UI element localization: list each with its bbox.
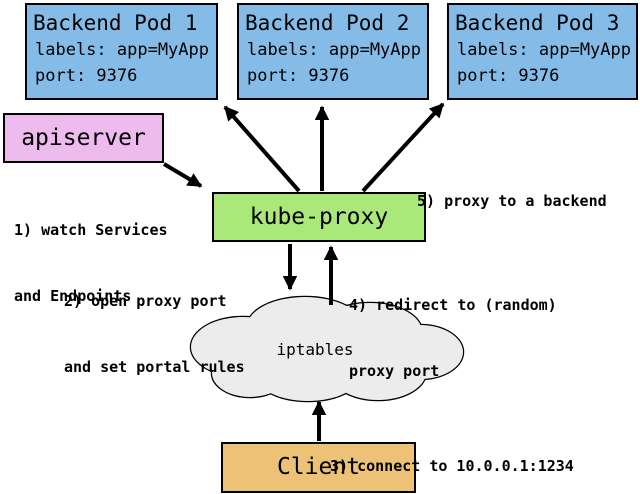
step-5-label: 5) proxy to a backend [417,146,607,256]
pod-1-labels: labels: app=MyApp [35,40,209,60]
pod-1-title: Backend Pod 1 [33,11,198,35]
backend-pod-3-box: Backend Pod 3 labels: app=MyApp port: 93… [447,3,638,100]
pod-3-title: Backend Pod 3 [455,11,620,35]
step-3-label: 3) connect to 10.0.0.1:1234 [330,411,574,494]
step-1-label: 1) watch Services and Endpoints [14,175,168,351]
iptables-cloud-shape [189,295,465,403]
kube-proxy-box: kube-proxy [212,192,426,242]
step-label-line: proxy port [349,362,440,380]
client-box: Client [221,442,416,493]
pod-3-labels: labels: app=MyApp [457,40,631,60]
pod-2-port: port: 9376 [247,66,350,86]
arrow-kubeproxy-to-pod1 [223,105,301,193]
step-label-line: 1) watch Services [14,221,168,239]
step-label-line: 4) redirect to (random) [349,296,557,314]
pod-2-title: Backend Pod 2 [245,11,410,35]
pod-1-port: port: 9376 [35,66,138,86]
step-label-line: 5) proxy to a backend [417,192,607,210]
pod-2-labels: labels: app=MyApp [247,40,421,60]
arrow-kubeproxy-to-pod3 [361,102,445,193]
step-label-line: 3) connect to 10.0.0.1:1234 [330,457,574,475]
step-2-label: 2) open proxy port and set portal rules [64,246,245,422]
step-label-line: and set portal rules [64,358,245,376]
step-4-label: 4) redirect to (random) proxy port [349,250,557,426]
arrow-watch-services [162,162,203,188]
step-label-line: and Endpoints [14,287,132,305]
iptables-label: iptables [276,340,354,359]
apiserver-box: apiserver [3,113,164,163]
backend-pod-2-box: Backend Pod 2 labels: app=MyApp port: 93… [237,3,429,100]
backend-pod-1-box: Backend Pod 1 labels: app=MyApp port: 93… [25,3,218,100]
pod-3-port: port: 9376 [457,66,560,86]
step-label-line: 2) open proxy port [64,292,227,310]
